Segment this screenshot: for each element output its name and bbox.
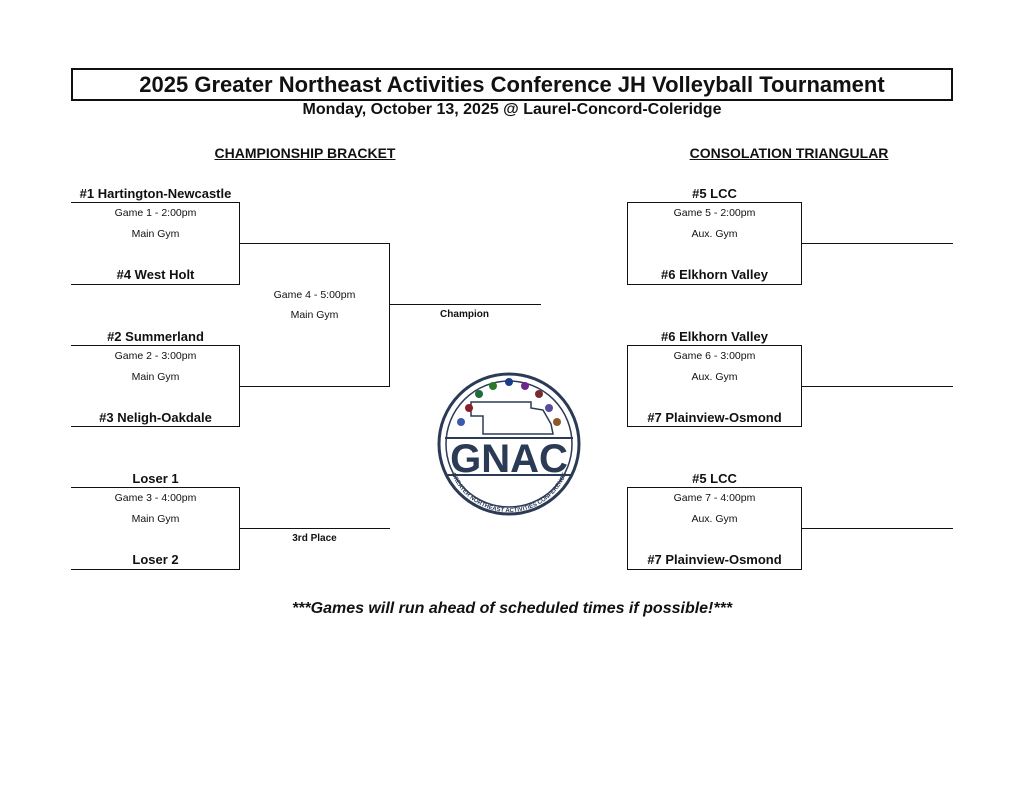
game-5-venue: Aux. Gym: [691, 228, 738, 240]
game-5-time: Game 5 - 2:00pm: [673, 207, 756, 219]
mascot-icon: [475, 390, 483, 398]
game-3-time: Game 3 - 4:00pm: [114, 492, 197, 504]
game-7-top-line: [627, 487, 802, 488]
game-6-bottom-line: [627, 426, 802, 427]
mascot-icon: [465, 404, 473, 412]
game-6-winner-line: [801, 386, 953, 387]
tournament-subtitle: Monday, October 13, 2025 @ Laurel-Concor…: [302, 101, 722, 118]
game-4-venue: Main Gym: [290, 309, 339, 321]
game-2-top-line: [71, 345, 240, 346]
game-2-venue: Main Gym: [131, 371, 180, 383]
game-5-left-line: [627, 202, 628, 285]
game-1-team-bottom: #4 West Holt: [116, 267, 195, 282]
game-7-bottom-line: [627, 569, 802, 570]
game-3-venue: Main Gym: [131, 513, 180, 525]
game-1-bottom-line: [71, 284, 240, 285]
game-2-time: Game 2 - 3:00pm: [114, 350, 197, 362]
game-7-winner-line: [801, 528, 953, 529]
consolation-heading: CONSOLATION TRIANGULAR: [689, 145, 889, 161]
game-7-venue: Aux. Gym: [691, 513, 738, 525]
game-4-vertical-line: [389, 243, 390, 387]
game-7-team-bottom: #7 Plainview-Osmond: [647, 552, 782, 567]
game-6-time: Game 6 - 3:00pm: [673, 350, 756, 362]
game-4-bottom-line: [239, 386, 390, 387]
game-5-bottom-line: [627, 284, 802, 285]
gnac-logo: GNAC GREATER NORTHEAST ACTIVITIES CONFER…: [437, 372, 581, 516]
game-6-team-bottom: #7 Plainview-Osmond: [647, 410, 782, 425]
game-1-team-top: #1 Hartington-Newcastle: [79, 186, 232, 201]
tournament-title: 2025 Greater Northeast Activities Confer…: [71, 68, 953, 101]
game-3-top-line: [71, 487, 240, 488]
footer-note: ***Games will run ahead of scheduled tim…: [291, 600, 733, 617]
mascot-icon: [535, 390, 543, 398]
game-6-left-line: [627, 345, 628, 427]
game-3-team-bottom: Loser 2: [132, 552, 179, 567]
game-5-team-top: #5 LCC: [692, 186, 737, 201]
game-3-team-top: Loser 1: [132, 471, 179, 486]
game-4-time: Game 4 - 5:00pm: [273, 289, 356, 301]
game-1-venue: Main Gym: [131, 228, 180, 240]
game-7-time: Game 7 - 4:00pm: [673, 492, 756, 504]
game-7-team-top: #5 LCC: [692, 471, 737, 486]
logo-wordmark: GNAC: [450, 437, 568, 481]
champion-label: Champion: [440, 309, 489, 320]
third-place-line: [239, 528, 390, 529]
nebraska-outline-icon: [470, 401, 554, 435]
third-place-label: 3rd Place: [292, 533, 337, 544]
championship-heading: CHAMPIONSHIP BRACKET: [214, 145, 396, 161]
game-5-team-bottom: #6 Elkhorn Valley: [661, 267, 768, 282]
game-2-team-bottom: #3 Neligh-Oakdale: [99, 410, 212, 425]
game-6-team-top: #6 Elkhorn Valley: [661, 329, 768, 344]
game-3-bottom-line: [71, 569, 240, 570]
game-5-winner-line: [801, 243, 953, 244]
game-5-top-line: [627, 202, 802, 203]
game-4-top-line: [239, 243, 390, 244]
game-7-left-line: [627, 487, 628, 570]
game-2-bottom-line: [71, 426, 240, 427]
game-6-top-line: [627, 345, 802, 346]
mascot-icon: [521, 382, 529, 390]
mascot-icon: [457, 418, 465, 426]
champion-line: [389, 304, 541, 305]
game-1-time: Game 1 - 2:00pm: [114, 207, 197, 219]
mascot-icon: [489, 382, 497, 390]
mascot-icon: [545, 404, 553, 412]
game-6-venue: Aux. Gym: [691, 371, 738, 383]
game-2-team-top: #2 Summerland: [107, 329, 204, 344]
mascot-icon: [553, 418, 561, 426]
mascot-icon: [505, 378, 513, 386]
game-1-top-line: [71, 202, 240, 203]
